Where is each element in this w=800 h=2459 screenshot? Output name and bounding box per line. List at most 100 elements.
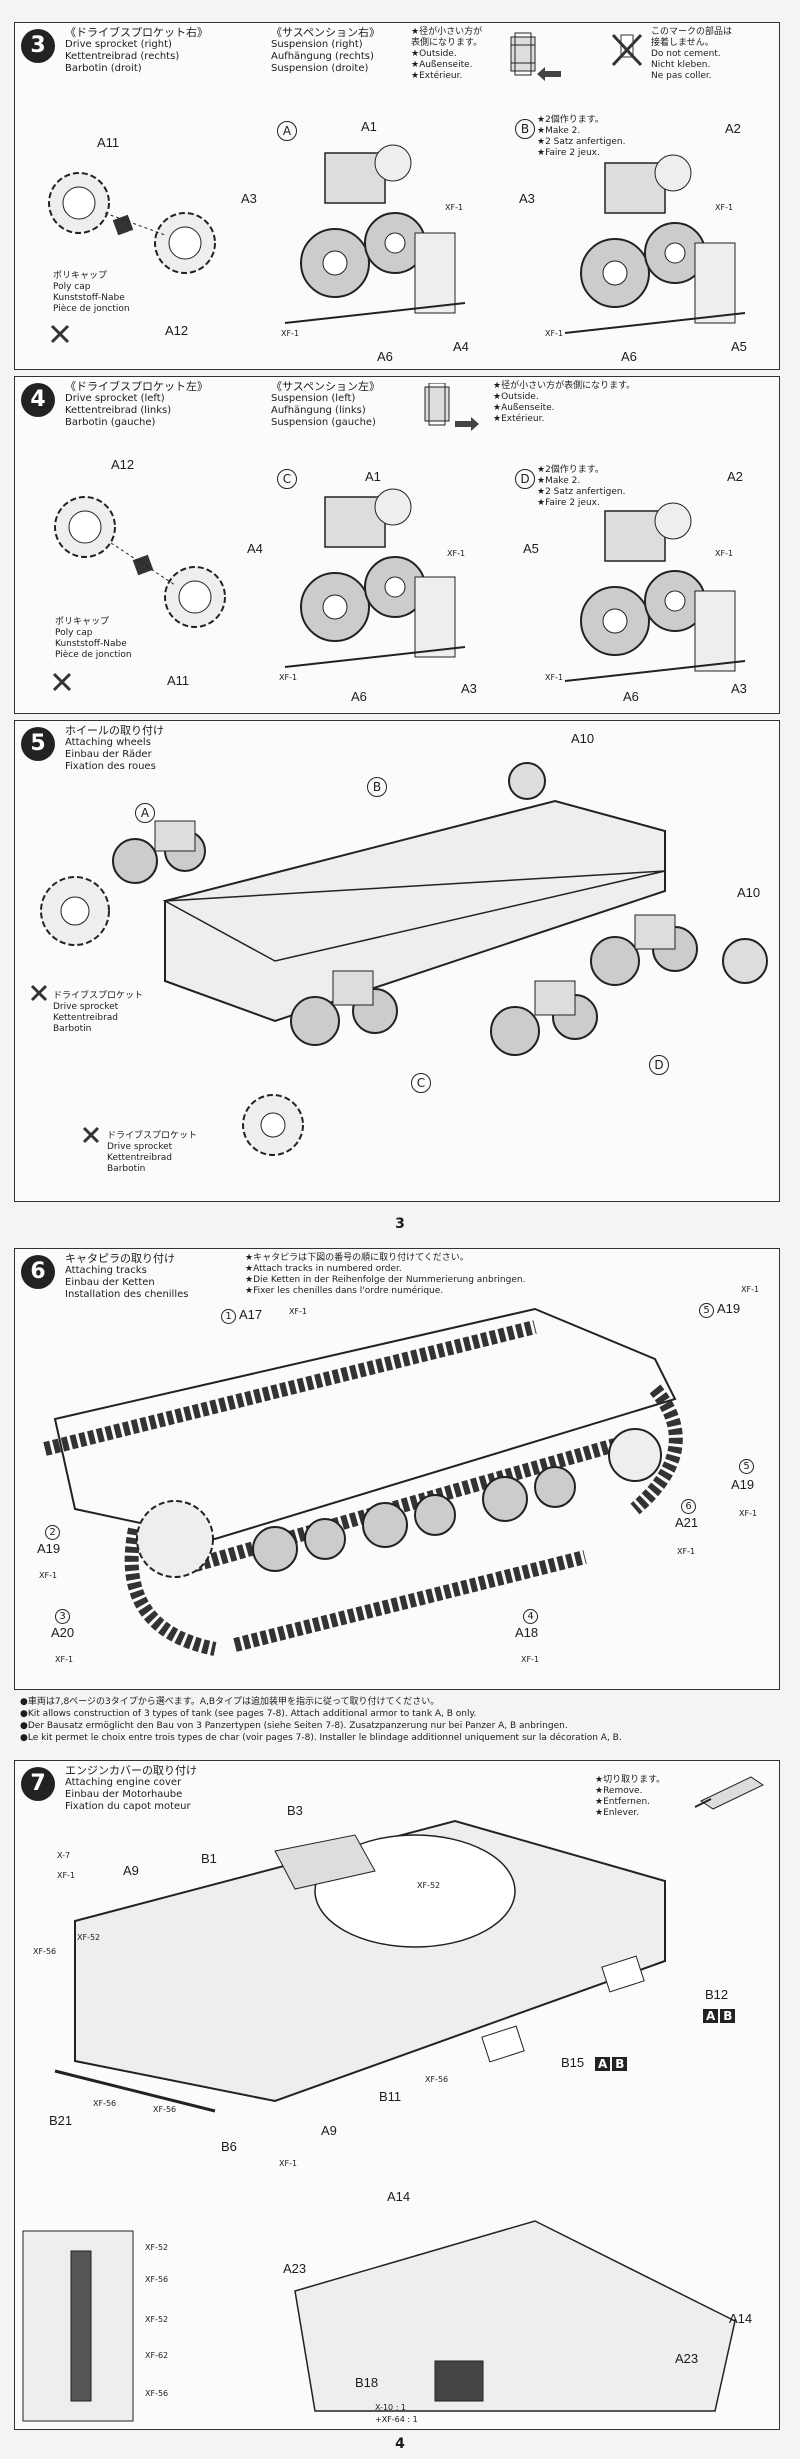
- part-label: A11: [167, 673, 190, 688]
- paint-label: XF-1: [445, 203, 464, 212]
- part-label: A6: [623, 689, 639, 704]
- paint-label: XF-56: [425, 2075, 449, 2084]
- part-label: A6: [621, 349, 637, 364]
- part-label: A10: [571, 731, 595, 746]
- paint-label: XF-62: [145, 2351, 169, 2360]
- part-label: A9: [321, 2123, 337, 2138]
- paint-label: XF-52: [77, 1933, 101, 1942]
- marking-a-badge: A: [595, 2057, 611, 2071]
- part-label: A23: [675, 2351, 699, 2366]
- part-label: A19: [37, 1541, 61, 1556]
- step7-panel: 7 エンジンカバーの取り付け Attaching engine cover Ei…: [14, 1760, 780, 2430]
- part-label: A19: [717, 1301, 741, 1316]
- part-label: A3: [241, 191, 257, 206]
- paint-label: XF-1: [39, 1571, 58, 1580]
- step5-panel: 5 ホイールの取り付け Attaching wheels Einbau der …: [14, 720, 780, 1202]
- paint-label: XF-1: [281, 329, 300, 338]
- part-label: A2: [725, 121, 741, 136]
- part-label: A1: [361, 119, 377, 134]
- part-label: B11: [379, 2089, 402, 2104]
- step6-tracks-diagram: [43, 1307, 683, 1656]
- step6-panel: 6 キャタピラの取り付け Attaching tracks Einbau der…: [14, 1248, 780, 1690]
- kit-variant-note: ●車両は7,8ページの3タイプから選べます。A,Bタイプは追加装甲を指示に従って…: [20, 1697, 622, 1743]
- step3-number: 3: [21, 29, 55, 63]
- track-order-marker: 2: [45, 1525, 60, 1540]
- paint-label: XF-52: [145, 2315, 169, 2324]
- variant-marker-c: C: [277, 469, 297, 489]
- step4-heading-suspension: 《サスペンション左》 Suspension (left) Aufhängung …: [271, 380, 381, 429]
- variant-marker-c: C: [411, 1073, 431, 1093]
- paint-label: XF-1: [677, 1547, 696, 1556]
- part-label: A3: [461, 681, 477, 696]
- paint-label: XF-56: [153, 2105, 177, 2114]
- part-label: A4: [453, 339, 469, 354]
- paint-label: XF-52: [417, 1881, 441, 1890]
- step7-engine-deck-diagram: [22, 1819, 736, 2422]
- part-label: A20: [51, 1625, 75, 1640]
- part-label: B6: [221, 2139, 237, 2154]
- track-order-marker: 3: [55, 1609, 70, 1624]
- step5-number: 5: [21, 727, 55, 761]
- part-label: A3: [519, 191, 535, 206]
- step6-heading: キャタピラの取り付け Attaching tracks Einbau der K…: [65, 1252, 189, 1301]
- part-label: A17: [239, 1307, 263, 1322]
- step7-remove-note: ★切り取ります。 ★Remove. ★Entfernen. ★Enlever.: [595, 1775, 666, 1818]
- part-label: A10: [737, 885, 761, 900]
- variant-marker-d: D: [649, 1055, 669, 1075]
- part-label: A18: [515, 1625, 539, 1640]
- variant-marker-b: B: [515, 119, 535, 139]
- paint-label: XF-1: [279, 673, 298, 682]
- marking-b-badge: B: [612, 2057, 628, 2071]
- part-label: B18: [355, 2375, 379, 2390]
- part-label: A14: [387, 2189, 411, 2204]
- page-number: 3: [395, 1216, 405, 1232]
- step4-make2-note: ★2個作ります。 ★Make 2. ★2 Satz anfertigen. ★F…: [537, 465, 626, 508]
- paint-label: X-7: [57, 1851, 71, 1860]
- variant-marker-d: D: [515, 469, 535, 489]
- no-cement-note: このマークの部品は 接着しません。 Do not cement. Nicht k…: [651, 27, 733, 81]
- part-label: A1: [365, 469, 381, 484]
- step3-outside-note: ★径が小さい方が 表側になります。 ★Outside. ★Außenseite.…: [411, 27, 483, 81]
- part-label: A21: [675, 1515, 699, 1530]
- step4-suspension-d-diagram: [564, 502, 746, 682]
- paint-label: +XF-64 : 1: [375, 2415, 418, 2424]
- paint-label: XF-1: [715, 549, 734, 558]
- part-label: A3: [731, 681, 747, 696]
- step4-suspension-c-diagram: [284, 488, 466, 668]
- part-label: A14: [729, 2311, 753, 2326]
- part-label: B21: [49, 2113, 73, 2128]
- paint-label: XF-1: [279, 2159, 298, 2168]
- step5-sprocket-label-1: ドライブスプロケット Drive sprocket Kettentreibrad…: [53, 991, 144, 1034]
- no-cement-icon: [611, 33, 643, 67]
- part-label: A6: [351, 689, 367, 704]
- step6-order-note: ★キャタピラは下図の番号の順に取り付けてください。 ★Attach tracks…: [245, 1253, 526, 1296]
- paint-label: XF-1: [715, 203, 734, 212]
- track-order-marker: 1: [221, 1309, 236, 1324]
- part-label: A12: [111, 457, 135, 472]
- part-label: A4: [247, 541, 263, 556]
- sprocket-glue-icon: [30, 984, 48, 1002]
- step4-number: 4: [21, 383, 55, 417]
- step5-hull-diagram: [40, 762, 768, 1156]
- cutter-icon: [694, 1776, 765, 1810]
- step3-heading-sprocket: 《ドライブスプロケット右》 Drive sprocket (right) Ket…: [65, 26, 208, 75]
- step4-polycap-label: ポリキャップ Poly cap Kunststoff-Nabe Pièce de…: [55, 617, 132, 660]
- step5-heading: ホイールの取り付け Attaching wheels Einbau der Rä…: [65, 724, 164, 773]
- step5-sprocket-label-2: ドライブスプロケット Drive sprocket Kettentreibrad…: [107, 1131, 198, 1174]
- part-label: B1: [201, 1851, 217, 1866]
- part-label: B3: [287, 1803, 303, 1818]
- step4-sprocket-diagram: [54, 496, 226, 628]
- paint-label: XF-1: [289, 1307, 308, 1316]
- paint-label: XF-1: [55, 1655, 74, 1664]
- step3-heading-suspension: 《サスペンション右》 Suspension (right) Aufhängung…: [271, 26, 381, 75]
- paint-label: XF-1: [447, 549, 466, 558]
- track-order-marker: 5: [699, 1303, 714, 1318]
- step4-glue-icon: [52, 672, 72, 692]
- step3-make2-note: ★2個作ります。 ★Make 2. ★2 Satz anfertigen. ★F…: [537, 115, 626, 158]
- part-label: A5: [523, 541, 539, 556]
- part-label: A6: [377, 349, 393, 364]
- marking-b-badge: B: [720, 2009, 736, 2023]
- step3-polycap-label: ポリキャップ Poly cap Kunststoff-Nabe Pièce de…: [53, 271, 130, 314]
